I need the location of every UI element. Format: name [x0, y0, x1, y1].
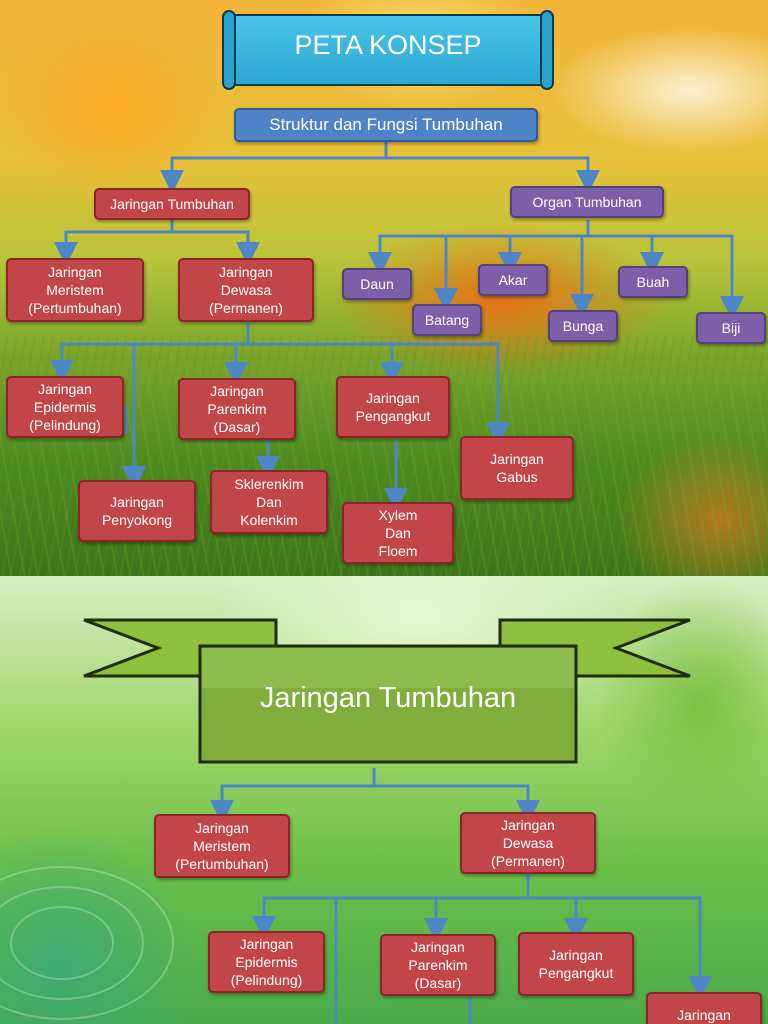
- node-jaringan-dewasa-2: Jaringan Dewasa (Permanen): [460, 812, 596, 874]
- node-jaringan-meristem-2: Jaringan Meristem (Pertumbuhan): [154, 814, 290, 878]
- node-jaringan-gabus: Jaringan Gabus: [460, 436, 574, 500]
- node-jaringan-meristem: Jaringan Meristem (Pertumbuhan): [6, 258, 144, 322]
- page-title: PETA KONSEP: [222, 30, 554, 61]
- node-buah: Buah: [618, 266, 688, 298]
- node-bunga: Bunga: [548, 310, 618, 342]
- node-jaringan-pengangkut: Jaringan Pengangkut: [336, 376, 450, 438]
- node-akar: Akar: [478, 264, 548, 296]
- node-biji: Biji: [696, 312, 766, 344]
- node-organ-tumbuhan: Organ Tumbuhan: [510, 186, 664, 218]
- node-batang: Batang: [412, 304, 482, 336]
- root-node-structure-function: Struktur dan Fungsi Tumbuhan: [234, 108, 538, 142]
- node-jaringan-tumbuhan: Jaringan Tumbuhan: [94, 188, 250, 220]
- slide-concept-map: PETA KONSEP Struktur dan Fungsi Tumbuhan…: [0, 0, 768, 576]
- node-jaringan-pengangkut-2: Jaringan Pengangkut: [518, 932, 634, 996]
- node-sklerenkim-kolenkim: Sklerenkim Dan Kolenkim: [210, 470, 328, 534]
- node-jaringan-parenkim: Jaringan Parenkim (Dasar): [178, 378, 296, 440]
- title-scroll: PETA KONSEP: [222, 10, 554, 86]
- node-jaringan-epidermis-2: Jaringan Epidermis (Pelindung): [208, 931, 325, 993]
- node-xylem-floem: Xylem Dan Floem: [342, 502, 454, 564]
- node-jaringan-penyokong: Jaringan Penyokong: [78, 480, 196, 542]
- node-jaringan-gabus-2-partial: Jaringan: [646, 992, 762, 1024]
- slide-jaringan-tumbuhan: Jaringan Tumbuhan Jaringan Meristem (Per…: [0, 576, 768, 1024]
- node-jaringan-dewasa: Jaringan Dewasa (Permanen): [178, 258, 314, 322]
- node-jaringan-epidermis: Jaringan Epidermis (Pelindung): [6, 376, 124, 438]
- node-daun: Daun: [342, 268, 412, 300]
- node-jaringan-parenkim-2: Jaringan Parenkim (Dasar): [380, 934, 496, 996]
